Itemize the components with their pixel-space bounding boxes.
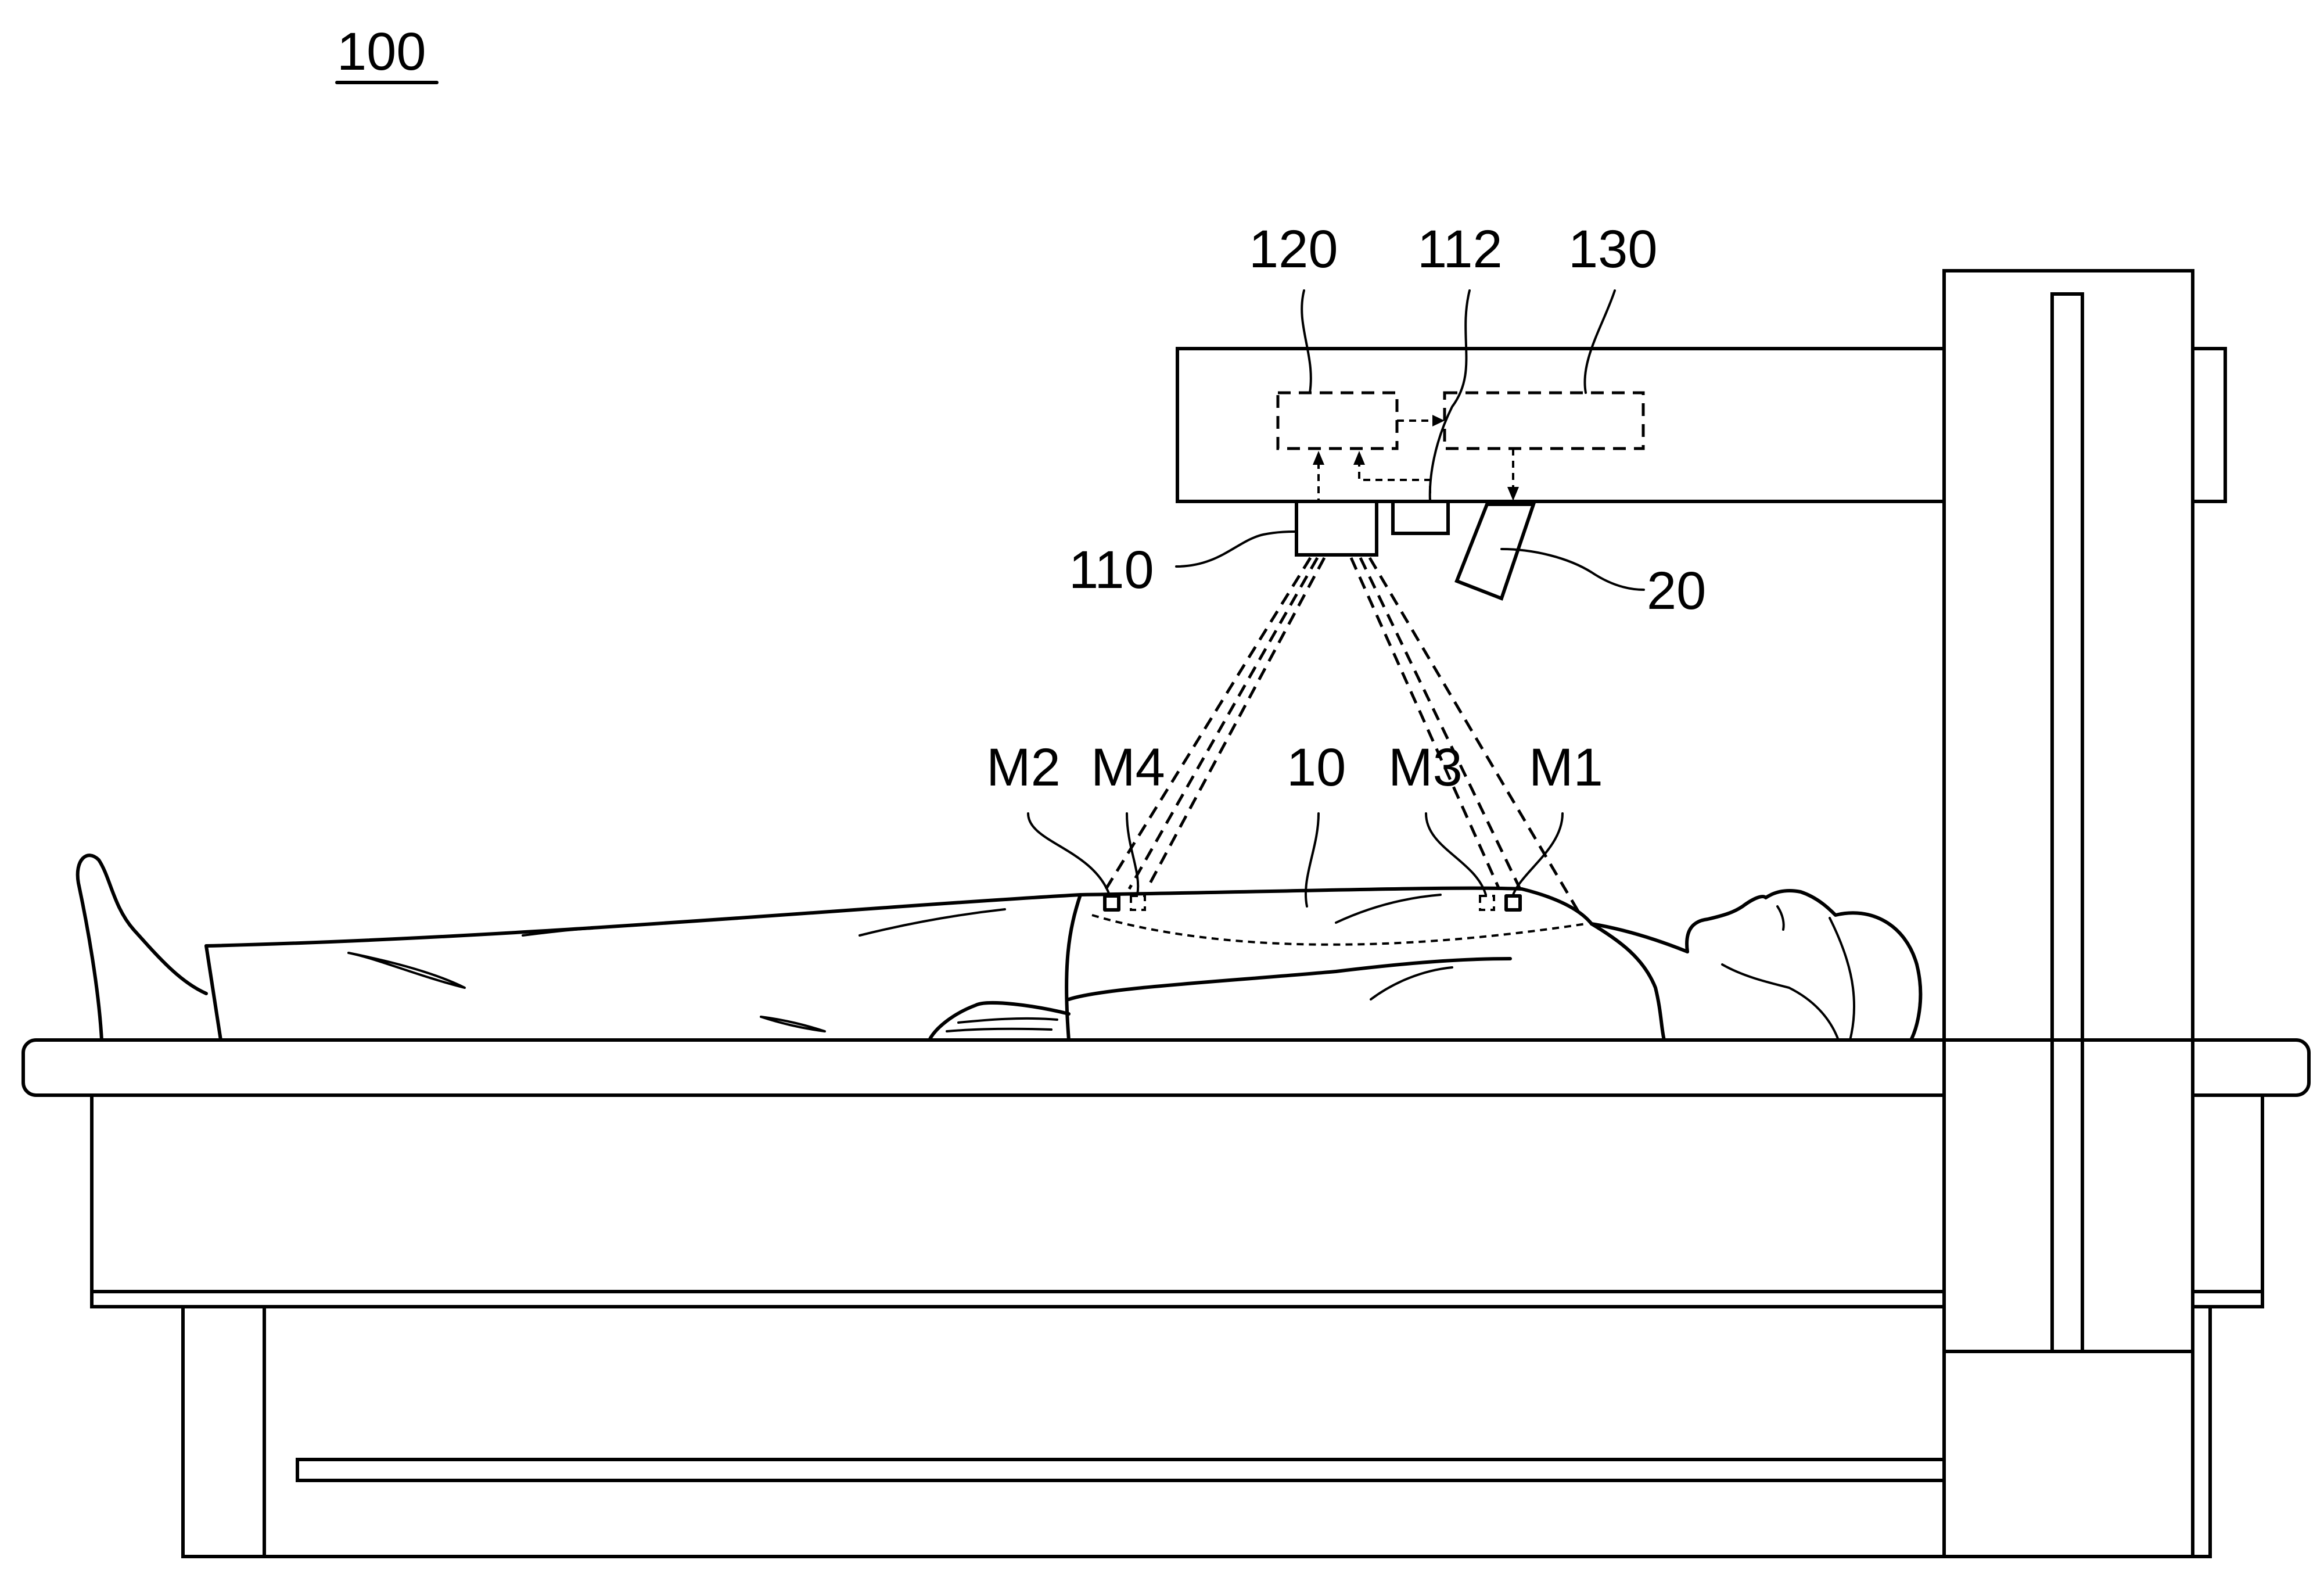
label-10: 10	[1287, 738, 1346, 797]
table-base	[183, 1307, 1944, 1557]
label-m4: M4	[1091, 738, 1165, 797]
view-line-right	[1370, 558, 1579, 912]
table-ledge	[92, 1292, 2262, 1307]
leader-m2	[1028, 813, 1109, 895]
table-base-right	[2193, 1307, 2210, 1557]
view-line-m4	[1129, 558, 1317, 889]
leader-m4	[1127, 813, 1138, 895]
gantry-column-front	[1944, 1040, 2193, 1557]
label-110: 110	[1069, 540, 1154, 600]
projector-20	[1457, 504, 1533, 598]
label-112: 112	[1417, 220, 1503, 279]
gantry-arm	[1177, 349, 1944, 501]
patient-10	[78, 855, 1921, 1040]
marker-m3	[1480, 896, 1494, 910]
gantry-arm-endcap	[2193, 349, 2225, 501]
table-body	[92, 1095, 2262, 1292]
view-line-m2	[1106, 558, 1310, 889]
table-rail	[297, 1460, 2201, 1480]
label-m2: M2	[986, 738, 1061, 797]
view-line-left	[1150, 558, 1324, 883]
marker-m2	[1105, 896, 1119, 910]
leader-20	[1502, 549, 1644, 590]
leader-m1	[1513, 813, 1562, 895]
figure-ref-label: 100	[337, 22, 426, 81]
label-m1: M1	[1529, 738, 1603, 797]
sensor-112	[1393, 501, 1448, 533]
view-line-m3	[1351, 558, 1499, 888]
label-m3: M3	[1388, 738, 1463, 797]
marker-m1	[1506, 896, 1520, 910]
marker-m4	[1131, 896, 1145, 910]
label-20: 20	[1647, 561, 1706, 621]
leader-10	[1306, 813, 1319, 906]
leader-m3	[1426, 813, 1486, 895]
label-130: 130	[1568, 220, 1658, 279]
label-120: 120	[1249, 220, 1338, 279]
leader-110	[1176, 532, 1296, 566]
camera-110	[1296, 501, 1377, 555]
view-line-m1	[1360, 558, 1520, 888]
